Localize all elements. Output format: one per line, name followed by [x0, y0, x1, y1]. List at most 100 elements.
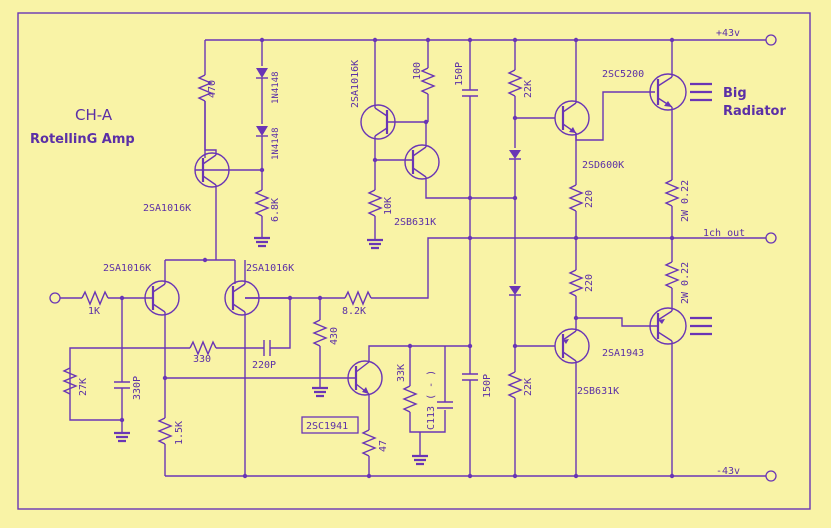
wire — [509, 294, 521, 372]
transistor-current-source-label: 2SA1016K — [143, 203, 191, 214]
transistor-predriver-label: 2SB631K — [394, 217, 436, 228]
resistor-430 — [312, 319, 328, 347]
resistor-022-top — [664, 179, 680, 207]
output-label: 1ch out — [703, 228, 745, 239]
amp-title: RotellinG Amp — [30, 132, 135, 147]
resistor-022-top-label: 2W 0.22 — [680, 180, 691, 222]
transistor-mirror-label: 2SA1016K — [350, 60, 361, 108]
bias-diode-2 — [509, 286, 521, 295]
resistor-22k-bottom — [507, 371, 523, 399]
diode-2-label: 1N4148 — [271, 127, 281, 160]
resistor-220-top — [568, 184, 584, 212]
diode-2 — [256, 126, 268, 136]
capacitor-330p-label: 330P — [132, 376, 143, 400]
resistor-22k-top — [507, 69, 523, 97]
resistor-47-label: 47 — [378, 440, 389, 452]
feedback-wire — [371, 237, 575, 299]
resistor-100-label: 100 — [412, 62, 423, 80]
resistor-470 — [197, 74, 213, 102]
resistor-33k — [402, 385, 418, 413]
transistor-mirror — [360, 104, 428, 140]
bias-diode-1 — [509, 150, 521, 159]
resistor-33k-label: 33K — [396, 364, 407, 382]
schematic-border — [17, 12, 811, 510]
wire — [425, 177, 515, 199]
wire — [409, 346, 446, 433]
resistor-27k — [62, 367, 78, 395]
transistor-output-low — [649, 307, 687, 345]
transistor-output-low-label: 2SA1943 — [602, 348, 644, 359]
resistor-8k2 — [344, 290, 372, 306]
capacitor-150p-top-label: 150P — [454, 62, 465, 86]
transistor-driver-low — [554, 328, 590, 364]
transistor-driver-high-label: 2SD600K — [582, 160, 624, 171]
ground-symbol — [412, 454, 428, 466]
resistor-1k5-label: 1.5K — [174, 421, 185, 445]
transistor-driver-low-label: 2SB631K — [577, 386, 619, 397]
driver-base-wires — [515, 117, 555, 347]
resistor-220-bottom — [568, 269, 584, 297]
capacitor-c113-label: C113 ( - ) — [426, 370, 437, 430]
resistor-1k-label: 1K — [88, 306, 100, 317]
capacitor-220p — [216, 297, 291, 356]
ground-symbol — [312, 386, 328, 398]
vas-label-box — [301, 416, 359, 434]
resistor-100 — [420, 67, 436, 95]
transistor-vas-label: 2SC1941 — [306, 421, 348, 432]
transistor-output-high-label: 2SC5200 — [602, 69, 644, 80]
resistor-8k2-label: 8.2K — [342, 306, 366, 317]
resistor-22k-bottom-label: 22K — [523, 378, 534, 396]
transistor-vas — [347, 360, 383, 396]
radiator-label: Radiator — [723, 104, 786, 119]
resistor-022-bottom-label: 2W 0.22 — [680, 262, 691, 304]
resistor-1k5 — [157, 417, 173, 445]
resistor-27k-label: 27K — [78, 378, 89, 396]
transistor-output-high — [649, 73, 687, 111]
capacitor-c113 — [437, 401, 453, 409]
output-terminal — [765, 232, 777, 244]
resistor-6k8 — [254, 189, 270, 217]
transistor-input-2-label: 2SA1016K — [246, 263, 294, 274]
resistor-022-bottom — [664, 261, 680, 289]
positive-rail-label: +43v — [716, 28, 740, 39]
resistor-22k-top-label: 22K — [523, 80, 534, 98]
capacitor-220p-label: 220P — [252, 360, 276, 371]
ground-symbol — [114, 431, 130, 443]
transistor-input-1-label: 2SA1016K — [103, 263, 151, 274]
channel-title: CH-A — [75, 106, 113, 124]
heatsink-low-icon — [690, 316, 712, 336]
transistor-predriver — [404, 144, 440, 180]
junction-dots — [119, 37, 675, 479]
resistor-10k-label: 10K — [383, 197, 394, 215]
resistor-330 — [189, 340, 217, 356]
big-label: Big — [723, 86, 747, 101]
resistor-430-label: 430 — [329, 327, 340, 345]
resistor-470-label: 470 — [207, 80, 218, 98]
ground-symbol — [254, 236, 270, 248]
heatsink-high-icon — [690, 82, 712, 102]
wire — [575, 91, 655, 141]
resistor-220-bottom-label: 220 — [584, 274, 595, 292]
negative-rail-terminal — [765, 470, 777, 482]
wire — [164, 260, 246, 284]
resistor-220-top-label: 220 — [584, 190, 595, 208]
diode-1 — [256, 68, 268, 78]
wire — [576, 317, 655, 327]
wire — [368, 345, 470, 362]
wire — [204, 101, 217, 155]
capacitor-330p — [114, 381, 130, 389]
resistor-10k — [367, 189, 383, 217]
positive-rail-terminal — [765, 34, 777, 46]
resistor-6k8-label: 6.8K — [270, 198, 281, 222]
ground-symbol — [367, 238, 383, 250]
capacitor-150p-bottom-label: 150P — [482, 374, 493, 398]
negative-rail-label: -43v — [716, 466, 740, 477]
transistor-driver-high — [554, 100, 590, 136]
input-terminal — [49, 292, 61, 304]
resistor-330-label: 330 — [193, 354, 211, 365]
compensation-caps — [462, 40, 478, 476]
resistor-1k — [81, 290, 109, 306]
diode-1-label: 1N4148 — [271, 71, 281, 104]
resistor-47 — [361, 429, 377, 457]
